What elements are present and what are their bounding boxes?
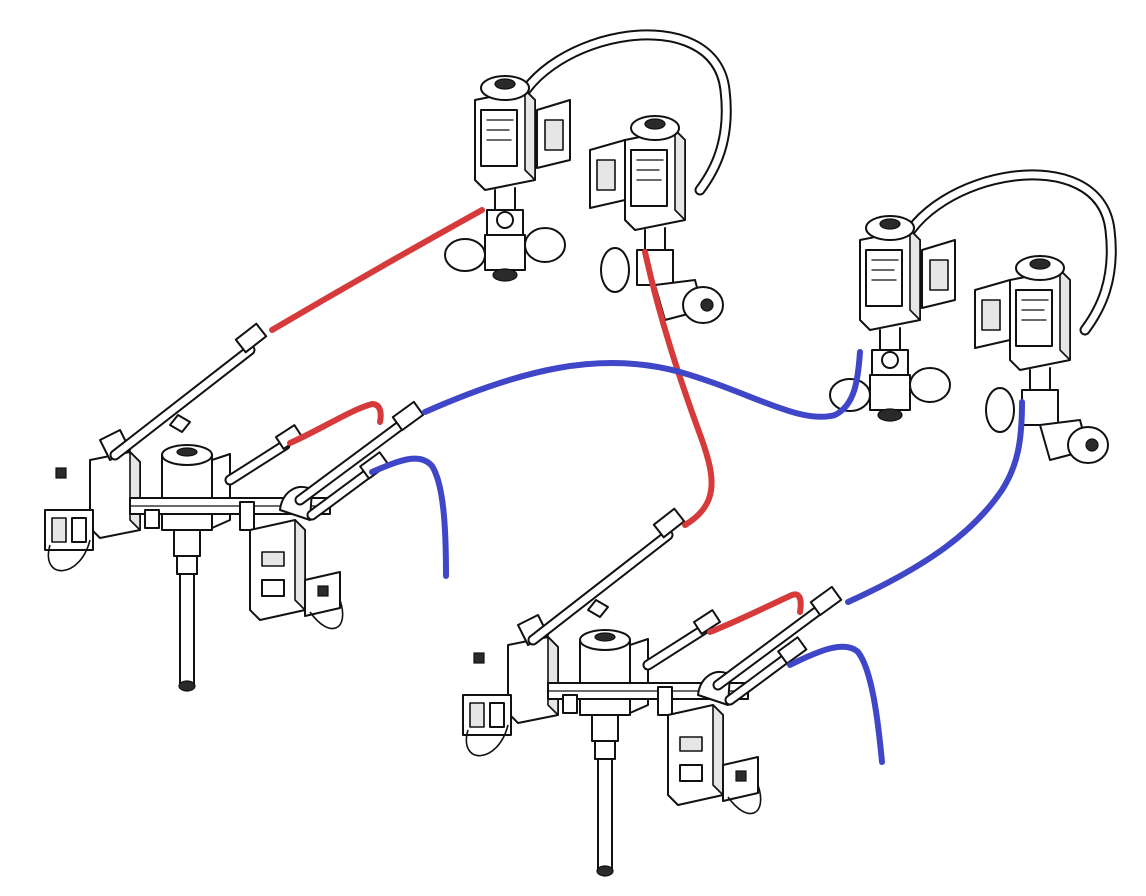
upper-valve-pair-left: [445, 35, 726, 323]
blue-tube: [422, 349, 863, 420]
blue-tube: [369, 455, 449, 579]
blue-tube: [787, 643, 885, 765]
tube-overlays: [269, 207, 1025, 765]
red-tube: [642, 249, 715, 528]
red-tube: [707, 591, 804, 635]
manifold-assembly-right: [463, 509, 841, 876]
manifold-assembly-left: [45, 324, 423, 691]
red-tube: [287, 401, 384, 446]
red-tube: [269, 207, 485, 333]
blue-tube: [845, 399, 1025, 605]
upper-valve-pair-right: [830, 175, 1111, 463]
